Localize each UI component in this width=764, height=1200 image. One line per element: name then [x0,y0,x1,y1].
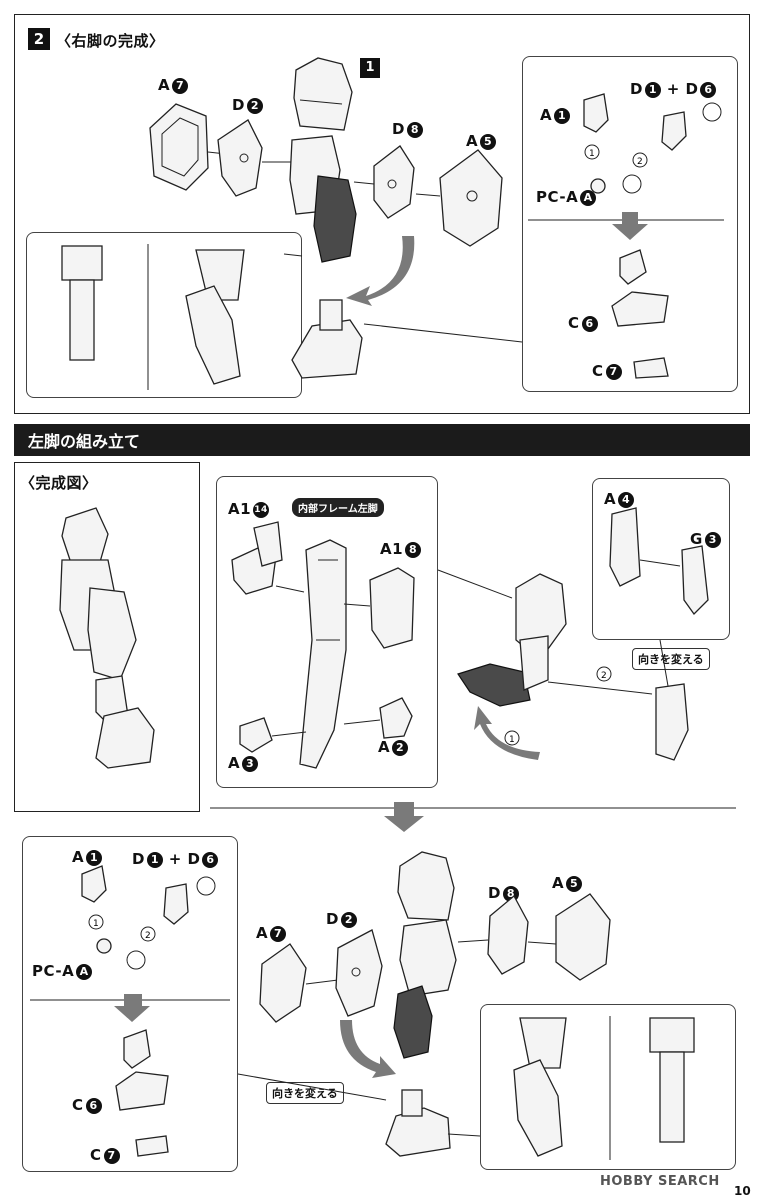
complete-view-title: 〈完成図〉 [20,474,98,492]
lower-leg-upper [397,851,455,921]
svg-text:1: 1 [509,735,515,745]
rotate-arrow-3 [340,1020,396,1078]
sub-step-badge: 1 [360,58,380,78]
down-arrow-inset [612,212,648,240]
part-foot [291,319,363,379]
part-thigh-upper [293,57,353,131]
inner-frame-left-leg-tag: 内部フレーム左脚 [292,498,384,517]
part-d8 [373,145,415,219]
section-title: 〈右脚の完成〉 [56,32,165,50]
rotate-arrow-2 [474,706,540,760]
section-header-title: 左脚の組み立て [28,432,141,451]
lower-leg-dark [393,985,433,1059]
step-number-badge: 2 [28,28,50,50]
rotate-arrow-1 [346,236,415,306]
change-direction-tag-1: 向きを変える [632,648,710,670]
svg-text:1: 1 [589,149,595,159]
knee-dark-joint [457,663,531,707]
lower-foot [385,1107,451,1157]
inner-frame-leg [299,539,347,769]
complete-view-frame [14,462,200,812]
change-direction-tag-2: 向きを変える [266,1082,344,1104]
svg-text:2: 2 [637,157,643,167]
section-header-bar [14,424,750,456]
part-a5 [439,149,503,247]
section-right-leg-frame [14,14,750,414]
svg-text:2: 2 [145,931,151,941]
watermark: HOBBY SEARCH [600,1174,720,1189]
part-a7 [149,103,209,191]
page-number: 10 [734,1184,751,1198]
complete-leg-foot [95,707,155,769]
part-lower-dark [313,175,357,263]
complete-leg-upper [61,507,109,563]
down-arrow-main [384,802,424,832]
svg-text:1: 1 [93,919,99,929]
svg-text:2: 2 [601,671,607,681]
